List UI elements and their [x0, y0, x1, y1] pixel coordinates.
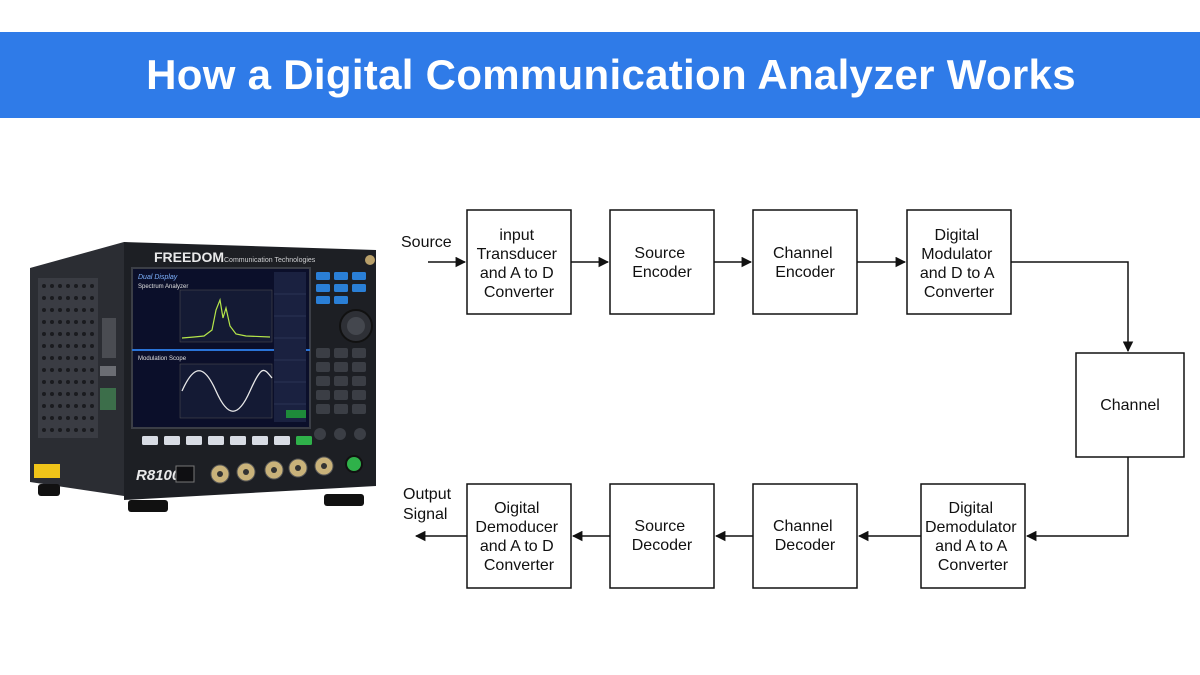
source-label: Source	[401, 234, 452, 251]
source-decoder-label: Source Decoder	[632, 518, 693, 554]
antenna-connector	[365, 255, 375, 265]
screen-scope-label: Modulation Scope	[138, 356, 187, 362]
screen-softkey-column	[274, 272, 306, 422]
digital-demoducer-box	[466, 483, 572, 589]
device-foot	[38, 484, 60, 496]
numeric-keypad	[316, 348, 366, 414]
scope-plot	[179, 363, 273, 419]
output-label-line1: Output	[403, 486, 452, 503]
digital-demodulator-box	[920, 483, 1026, 589]
arrow-channel-to-demodulator	[1025, 457, 1129, 542]
device-foot	[128, 500, 168, 512]
channel-decoder-label: Channel Decoder	[773, 518, 837, 554]
source-encoder-box	[609, 209, 715, 315]
screen-title: Dual Display	[138, 274, 178, 281]
channel-encoder-label: Channel Encoder	[773, 245, 837, 281]
ethernet-port	[175, 465, 195, 483]
source-decoder-box	[609, 483, 715, 589]
digital-modulator-box	[906, 209, 1012, 315]
brand-subtitle: Communication Technologies	[224, 257, 316, 264]
side-ports	[102, 318, 116, 358]
spectrum-trace	[181, 297, 271, 339]
channel-decoder-box	[752, 483, 858, 589]
ventilation-grille	[38, 278, 98, 438]
warning-label	[34, 464, 60, 478]
digital-modulator-label: Digital Modulator and D to A Converter	[920, 227, 998, 301]
page-title: How a Digital Communication Analyzer Wor…	[146, 51, 1076, 98]
device-foot	[324, 494, 364, 506]
input-transducer-label: input Transducer and A to D Converter	[477, 227, 562, 301]
sine-wave-trace	[181, 369, 273, 412]
arrow-modulator-to-channel	[1011, 261, 1134, 353]
power-button	[345, 455, 363, 473]
brand-logo: FREEDOM	[154, 249, 224, 265]
digital-demoducer-label: Oigital Demoducer and A to D Converter	[475, 500, 562, 574]
title-banner: How a Digital Communication Analyzer Wor…	[0, 32, 1200, 118]
output-label-line2: Signal	[403, 506, 447, 523]
model-label: R8100	[136, 467, 181, 484]
digital-demodulator-label: Digital Demodulator and A to A Converter	[925, 500, 1021, 574]
channel-box	[1075, 352, 1185, 458]
analyzer-device-image: FREEDOM Communication Technologies Dual …	[30, 242, 376, 512]
channel-label: Channel	[1100, 397, 1160, 414]
channel-encoder-box	[752, 209, 858, 315]
spectrum-plot	[179, 289, 273, 343]
input-transducer-box	[466, 209, 572, 315]
screen-spectrum-label: Spectrum Analyzer	[138, 284, 188, 290]
source-encoder-label: Source Encoder	[632, 245, 692, 281]
blue-function-keys	[316, 272, 366, 304]
